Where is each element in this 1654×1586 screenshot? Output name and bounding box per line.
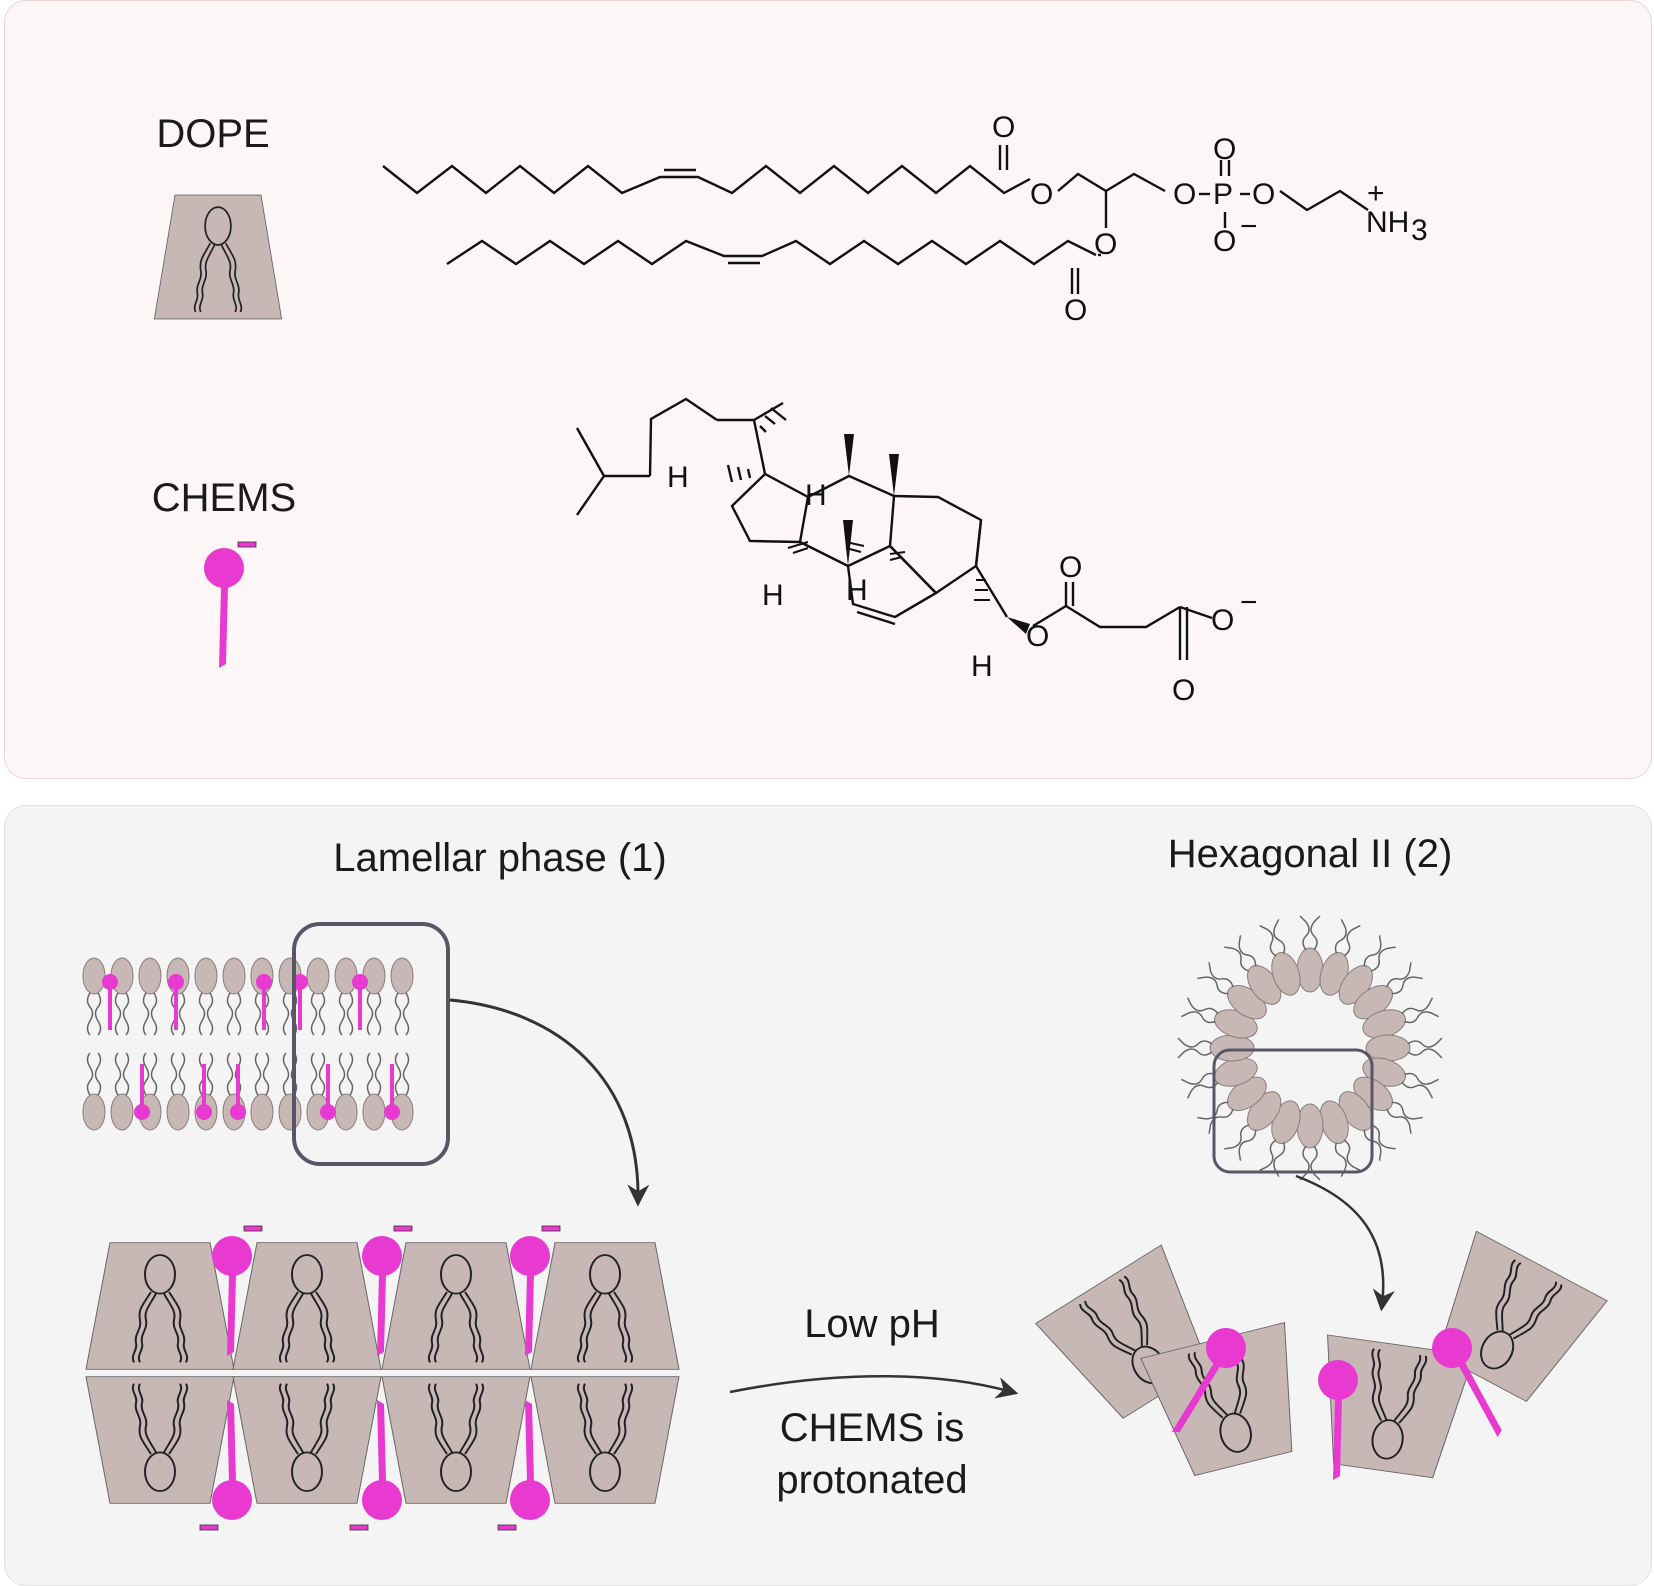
chems-label: CHEMS <box>151 476 297 520</box>
chems-top-row <box>510 1225 561 1356</box>
bilayer-zoom-box <box>292 922 450 1166</box>
zoom-arrow-lamellar <box>449 998 650 1207</box>
svg-text:O: O <box>1213 225 1236 258</box>
chems-lower <box>320 1064 336 1120</box>
chems-hashes <box>787 541 990 601</box>
dope-icon <box>153 194 283 320</box>
lipid-lower <box>250 1052 274 1131</box>
chems-top-row <box>212 1225 263 1356</box>
dope-atoms: O O O O O P O O − O NH 3 + <box>992 111 1428 327</box>
lipid-upper <box>334 957 358 1036</box>
lamellar-phase-title: Lamellar phase (1) <box>333 836 667 880</box>
lipid-upper <box>222 957 246 1036</box>
lipid-lower <box>278 1052 302 1131</box>
chems-upper <box>352 974 368 1030</box>
chems-top-row <box>362 1225 413 1356</box>
svg-text:NH: NH <box>1366 206 1409 239</box>
protonated-label-line1: CHEMS is <box>779 1406 965 1450</box>
lipid-lower <box>110 1052 134 1131</box>
hexagonal-zoom <box>1034 1230 1609 1483</box>
svg-text:O: O <box>1064 294 1087 327</box>
svg-text:+: + <box>1367 177 1385 210</box>
chems-upper <box>256 974 272 1030</box>
chems-lower <box>384 1064 400 1120</box>
dope-bottom-row <box>232 1375 382 1505</box>
lipid-lower <box>334 1052 358 1131</box>
lipid-lower <box>82 1052 106 1131</box>
dope-bottom-row <box>381 1375 531 1505</box>
dope-label: DOPE <box>156 112 270 156</box>
lipid-lower <box>166 1052 190 1131</box>
negative-charge-icon <box>237 541 257 548</box>
svg-text:H: H <box>667 461 689 494</box>
chems-lower <box>134 1064 150 1120</box>
svg-text:H: H <box>971 650 993 683</box>
chems-icon <box>204 541 257 668</box>
dope-bottom-row <box>85 1375 235 1505</box>
dope-top-row <box>85 1241 235 1371</box>
lipid-upper <box>82 957 106 1036</box>
chems-upper <box>168 974 184 1030</box>
low-ph-label: Low pH <box>804 1302 940 1346</box>
svg-text:H: H <box>805 479 827 512</box>
lipid-upper <box>362 957 386 1036</box>
chems-bottom-row <box>199 1400 252 1531</box>
micelle-lipid <box>1259 919 1301 996</box>
lipid-lower <box>362 1052 386 1131</box>
chems-bottom-row <box>349 1400 402 1531</box>
chems-lower <box>230 1064 246 1120</box>
zoom-arrow-hexagonal <box>1295 1174 1395 1312</box>
svg-text:H: H <box>846 574 868 607</box>
lipid-upper <box>110 957 134 1036</box>
dope-bottom-row <box>530 1375 680 1505</box>
lipid-upper <box>278 957 302 1036</box>
molecules-panel <box>4 0 1652 779</box>
svg-text:3: 3 <box>1411 214 1428 247</box>
micelle-zoom-box <box>1212 1048 1374 1174</box>
hexagonal-phase-title: Hexagonal II (2) <box>1167 832 1453 876</box>
lipid-upper <box>138 957 162 1036</box>
chems-lower <box>196 1064 212 1120</box>
chems-stereo <box>843 434 1030 634</box>
svg-text:−: − <box>1240 210 1258 243</box>
svg-text:O: O <box>1026 620 1049 653</box>
lamellar-zoom <box>85 1225 680 1531</box>
dope-top-row <box>530 1241 680 1371</box>
svg-text:P: P <box>1213 178 1233 211</box>
micelle-lipid <box>1296 1103 1324 1181</box>
lipid-upper <box>390 957 414 1036</box>
protonated-label-line2: protonated <box>776 1458 968 1502</box>
dope-top-row <box>381 1241 531 1371</box>
svg-text:O: O <box>1059 551 1082 584</box>
micelle-lipid <box>1365 1034 1443 1062</box>
chems-structure <box>575 397 1213 660</box>
svg-text:O: O <box>1213 133 1236 166</box>
micelle-lipid <box>1319 1100 1361 1177</box>
svg-text:O: O <box>1094 228 1117 261</box>
lamellar-bilayer <box>82 957 414 1131</box>
dope-top-row <box>232 1241 382 1371</box>
svg-text:O: O <box>1252 178 1275 211</box>
svg-text:−: − <box>1240 586 1258 619</box>
lipid-upper <box>194 957 218 1036</box>
chems-bottom-row <box>497 1400 550 1531</box>
lipid-upper <box>306 957 330 1036</box>
chems-atoms: H H H H H O O O − O <box>667 461 1258 707</box>
svg-text:O: O <box>992 111 1015 144</box>
svg-text:O: O <box>1172 674 1195 707</box>
svg-text:O: O <box>1211 604 1234 637</box>
hexagonal-micelle <box>1177 915 1443 1181</box>
micelle-lipid <box>1296 915 1324 993</box>
low-ph-arrow <box>729 1375 1019 1399</box>
svg-text:O: O <box>1030 178 1053 211</box>
dope-structure <box>382 145 1369 294</box>
svg-text:O: O <box>1173 178 1196 211</box>
chems-upper <box>102 974 118 1030</box>
svg-text:H: H <box>762 579 784 612</box>
